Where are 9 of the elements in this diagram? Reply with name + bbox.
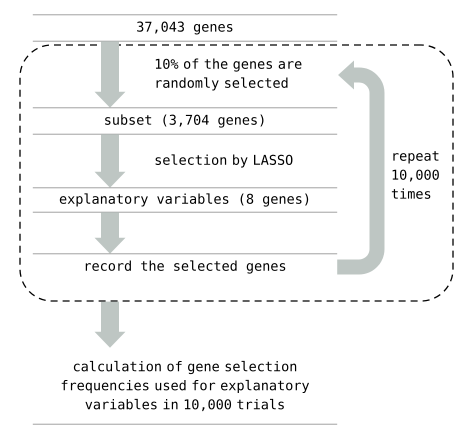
dashed-loop-frame xyxy=(19,44,454,302)
step-band: explanatory variables (8 genes) xyxy=(32,187,338,213)
edge-label: 10% of the genes are randomly selected xyxy=(156,58,302,91)
step-band: subset (3,704 genes) xyxy=(32,107,338,135)
step-band: record the selected genes xyxy=(32,253,338,274)
step-band: calculation of gene selection frequencies used for explanatory variables in 10,000 trials xyxy=(32,360,338,425)
step-band: 37,043 genes xyxy=(32,14,338,42)
edge-label: selection by LASSO xyxy=(156,154,292,168)
edge-label: repeat 10,000 times xyxy=(392,151,439,199)
